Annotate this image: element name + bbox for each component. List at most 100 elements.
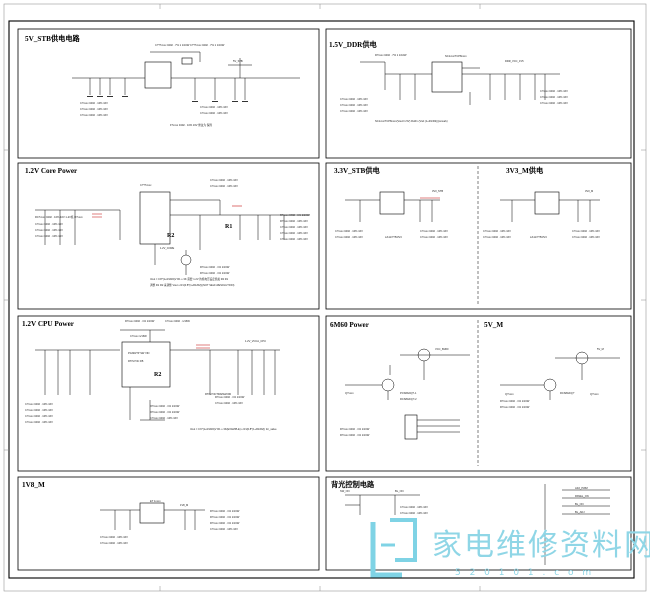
- svg-text:5V_STB: 5V_STB: [233, 59, 243, 63]
- svg-text:C?xxxx 0402 · 10% 16V: C?xxxx 0402 · 10% 16V: [340, 97, 368, 101]
- svg-text:C?xxxx 0402 · 10% 16V: C?xxxx 0402 · 10% 16V: [420, 229, 448, 233]
- svg-text:ADJ_PWM: ADJ_PWM: [575, 486, 588, 490]
- svg-text:R1: R1: [225, 224, 232, 230]
- svg-text:C?xxxx 0402 · 10% 16V: C?xxxx 0402 · 10% 16V: [483, 229, 511, 233]
- watermark-logo: [370, 518, 417, 578]
- svg-text:RT/SYNC FB: RT/SYNC FB: [128, 359, 144, 363]
- svg-text:Q?xxxx: Q?xxxx: [345, 391, 354, 395]
- svg-text:L/1117/T5/3V3: L/1117/T5/3V3: [530, 235, 547, 239]
- svg-text:3V3_M: 3V3_M: [585, 189, 593, 193]
- svg-text:C?xxxx 0402 · 10% 16V: C?xxxx 0402 · 10% 16V: [215, 401, 243, 405]
- panel-title-1-2v-core: 1.2V Core Power: [25, 167, 78, 175]
- svg-text:C?xxxx 0402 · 10% 16V: C?xxxx 0402 · 10% 16V: [400, 505, 428, 509]
- svg-text:C???xxxx 0402 · 7% 1 1/16W: C???xxxx 0402 · 7% 1 1/16W: [155, 43, 190, 47]
- svg-text:R?xxxx 0402 · 1% 1/16W: R?xxxx 0402 · 1% 1/16W: [200, 271, 230, 275]
- svg-text:1.2V_VCCA_CPU: 1.2V_VCCA_CPU: [245, 339, 266, 343]
- svg-text:3V3_STB: 3V3_STB: [432, 189, 443, 193]
- svg-text:Vout = 0.8*(1+R1/R2)V R1 ≥ 3: Vout = 0.8*(1+R1/R2)V R1 ≥ 3K 需要 1.2V 的核…: [150, 277, 229, 281]
- svg-text:R?xxxx 0402 · 1% 1/16W: R?xxxx 0402 · 1% 1/16W: [500, 399, 530, 403]
- svg-text:Q?xxxx: Q?xxxx: [505, 392, 514, 396]
- svg-text:RCS8A6/Q?-2: RCS8A6/Q?-2: [400, 397, 417, 401]
- panel-title-5v-stb: 5V_STB供电电路: [25, 34, 81, 43]
- svg-text:C?xxxx 0402 · 10% 16V: C?xxxx 0402 · 10% 16V: [25, 420, 53, 424]
- panel-5v-stb: 5V_STB供电电路 C???xxxx 0402 · 7% 1 1/16W C?…: [17, 28, 320, 159]
- svg-text:C?xxxx 0402 · 10% 16V: C?xxxx 0402 · 10% 16V: [540, 89, 568, 93]
- svg-text:R?xxxx 0402 · 1% 1/16W: R?xxxx 0402 · 1% 1/16W: [340, 427, 370, 431]
- svg-text:C?xxxx 0402 · 10% 16V: C?xxxx 0402 · 10% 16V: [280, 231, 308, 235]
- svg-text:R?xxxx 0402 · 1% 1/16W: R?xxxx 0402 · 1% 1/16W: [210, 515, 240, 519]
- panel-6m60-power: 6M60 Power 5V_M VCC_6M60 PCS8A6/Q?-1 Q?x…: [325, 315, 632, 472]
- svg-text:1V8_M: 1V8_M: [180, 503, 188, 507]
- svg-text:C?xxxx 0402 · 10% 16V: C?xxxx 0402 · 10% 16V: [80, 107, 108, 111]
- panel-title-1-2v-cpu: 1.2V CPU Power: [22, 320, 75, 328]
- svg-text:Vout = 0.6*(1+R1/R2)V R1 ≥ 3K(: Vout = 0.6*(1+R1/R2)V R1 ≥ 3K(EXAMPLE) ≥…: [190, 427, 277, 431]
- panel-title-3-3v-stb: 3.3V_STB供电: [334, 166, 381, 175]
- svg-text:C?xxxx 0402 · 10% 16V: C?xxxx 0402 · 10% 16V: [35, 228, 63, 232]
- panel-title-3v3-m: 3V3_M供电: [506, 166, 544, 175]
- svg-text:R?xxxx 0402 · 1% 1/16W: R?xxxx 0402 · 1% 1/16W: [210, 521, 240, 525]
- svg-text:C?xxxx 0402 · 10% 16V: C?xxxx 0402 · 10% 16V: [100, 541, 128, 545]
- svg-text:C?xxxx 0402 · 10% 16V: C?xxxx 0402 · 10% 16V: [200, 105, 228, 109]
- svg-text:R2: R2: [167, 233, 174, 239]
- svg-text:C?xxxx 0402 · 10% 16V: C?xxxx 0402 · 10% 16V: [210, 178, 238, 182]
- panel-1-5v-ddr: 1.5V_DDR供电 R?xxxx 0402 · 7% 1 1/16W NC1x…: [325, 28, 632, 159]
- svg-text:C?xxxx 0402 · 10% 16V: C?xxxx 0402 · 10% 16V: [35, 234, 63, 238]
- panel-1-2v-core: 1.2V Core Power R2 R1 C???xxxx C?xxxx 04…: [17, 162, 320, 310]
- svg-text:C?xxxx 0402 · 10% 16V: C?xxxx 0402 · 10% 16V: [400, 511, 428, 515]
- svg-text:C?xxxx 0402 · 10% 16V: C?xxxx 0402 · 10% 16V: [572, 229, 600, 233]
- svg-text:ET 1xxxx: ET 1xxxx: [150, 499, 161, 503]
- svg-text:BL_ON: BL_ON: [395, 489, 404, 493]
- svg-text:C?xxxx 0402 · 10% 16V: C?xxxx 0402 · 10% 16V: [280, 237, 308, 241]
- svg-text:C?xxxx 0402 · 10% 16V: C?xxxx 0402 · 10% 16V: [340, 109, 368, 113]
- svg-text:C?xxxx 0402 · 10% 16V: C?xxxx 0402 · 10% 16V: [35, 222, 63, 226]
- svg-text:C???xxxx 0402 · 7% 1 1/16W: C???xxxx 0402 · 7% 1 1/16W: [190, 43, 225, 47]
- panel-3-3v-stb: 3.3V_STB供电 3V3_M供电 3V3_STB 3V3_M C?xxxx …: [325, 162, 632, 310]
- svg-text:RT/SYNCTRAPEZOID: RT/SYNCTRAPEZOID: [205, 392, 231, 396]
- svg-text:R?xxxx 0402 · 10% 16V: R?xxxx 0402 · 10% 16V: [280, 219, 308, 223]
- svg-text:R?xxxx 0402 · 1% 1/16W: R?xxxx 0402 · 1% 1/16W: [150, 410, 180, 414]
- svg-text:C?xxxx 0402 · 10% 16V: C?xxxx 0402 · 10% 16V: [25, 402, 53, 406]
- panel-title-1v8-m: 1V8_M: [22, 481, 45, 489]
- svg-text:C?xxxx 0402 · 10% 16V: C?xxxx 0402 · 10% 16V: [100, 535, 128, 539]
- svg-text:NC1xxx/TCP8xxxx: NC1xxx/TCP8xxxx: [445, 54, 467, 58]
- svg-text:C?xxxx 0402 · 10% 16V: C?xxxx 0402 · 10% 16V: [280, 225, 308, 229]
- svg-text:PCS8A6/Q?-1: PCS8A6/Q?-1: [400, 391, 417, 395]
- svg-text:R?xxxx 0402 · 1% 1/16W: R?xxxx 0402 · 1% 1/16W: [125, 319, 155, 323]
- svg-text:R?xxxx 0402 · 1% 1/16W: R?xxxx 0402 · 1% 1/16W: [280, 213, 310, 217]
- svg-text:C?xxxx 0402 · 10% 16V: C?xxxx 0402 · 10% 16V: [540, 101, 568, 105]
- svg-text:C?xxxx 0402 · 10% 16V: C?xxxx 0402 · 10% 16V: [335, 235, 363, 239]
- svg-text:C?xxxx 0402 · 10% 16V: C?xxxx 0402 · 10% 16V: [210, 527, 238, 531]
- watermark-text: 家电维修资料网: [432, 528, 650, 563]
- svg-text:C?xxxx 0402 · 10% 16V: C?xxxx 0402 · 10% 16V: [25, 408, 53, 412]
- panel-title-1-5v-ddr: 1.5V_DDR供电: [329, 40, 378, 49]
- svg-text:1.2V_CORE: 1.2V_CORE: [160, 246, 175, 250]
- svg-text:RC?xxxx 0402 · 10% 16V 1-2V核 R: RC?xxxx 0402 · 10% 16V 1-2V核 R?xxxx: [35, 215, 83, 219]
- svg-text:Q?xxxx: Q?xxxx: [590, 392, 599, 396]
- svg-text:C???xxxx: C???xxxx: [140, 183, 152, 187]
- svg-text:C?xxxx 0402 · 10% 16V: C?xxxx 0402 · 10% 16V: [340, 103, 368, 107]
- svg-text:PGND/TP SW VIN: PGND/TP SW VIN: [128, 351, 150, 355]
- svg-text:PANEL_ON: PANEL_ON: [575, 494, 589, 498]
- svg-text:C?xxxx 0402 · 10% 16V: C?xxxx 0402 · 10% 16V: [420, 235, 448, 239]
- svg-text:NC1xxx/TCP8xxxx(Vout=1.5V) R: NC1xxx/TCP8xxxx(Vout=1.5V) R≥R1·(Vref·(1…: [375, 119, 448, 123]
- svg-text:R?xxxx 0402 · 1% 1/16W: R?xxxx 0402 · 1% 1/16W: [340, 433, 370, 437]
- svg-text:L/1117/T5/3V3: L/1117/T5/3V3: [385, 235, 402, 239]
- watermark-url: 5 2 0 1 0 1 . c o m: [455, 568, 594, 578]
- panel-title-5v-m: 5V_M: [484, 321, 503, 329]
- sheet-frame: [8, 20, 635, 579]
- svg-text:R?xxxx 0402 · 1% 1/16W: R?xxxx 0402 · 1% 1/16W: [210, 509, 240, 513]
- svg-text:C?xxxx 0402 · 10% 16V: C?xxxx 0402 · 10% 16V: [335, 229, 363, 233]
- outer-border: [3, 3, 647, 592]
- panel-backlight: 背光控制电路 SW_ON BL_ON C?xxxx 0402 · 10% 16V…: [325, 476, 632, 571]
- panel-1-2v-cpu: 1.2V CPU Power R2 R?xxxx 0402 · 1% 1/16W…: [17, 315, 320, 472]
- svg-text:DDR_VCC_1V5: DDR_VCC_1V5: [505, 59, 524, 63]
- svg-text:R?xxxx 0402 · 1% 1/16W: R?xxxx 0402 · 1% 1/16W: [500, 405, 530, 409]
- svg-text:C?xxxx 1/16W: C?xxxx 1/16W: [130, 334, 147, 338]
- svg-text:5V_M: 5V_M: [597, 347, 604, 351]
- svg-text:调整 R1 R2 来调整 Vout ≥ R1(0.8*(: 调整 R1 R2 来调整 Vout ≥ R1(0.8*(1+R1/R2))(NO…: [150, 283, 234, 287]
- svg-text:C?xxxx 0402 · 10% 16V: C?xxxx 0402 · 10% 16V: [540, 95, 568, 99]
- svg-text:R?xxxx 0402 · 7% 1 1/16W: R?xxxx 0402 · 7% 1 1/16W: [375, 53, 407, 57]
- watermark: 家电维修资料网 5 2 0 1 0 1 . c o m: [370, 518, 650, 578]
- svg-text:C?xxxx 0402 · 10% 16V: C?xxxx 0402 · 10% 16V: [483, 235, 511, 239]
- svg-text:C?xxxx 0402 · 10% 16V: C?xxxx 0402 · 10% 16V: [150, 416, 178, 420]
